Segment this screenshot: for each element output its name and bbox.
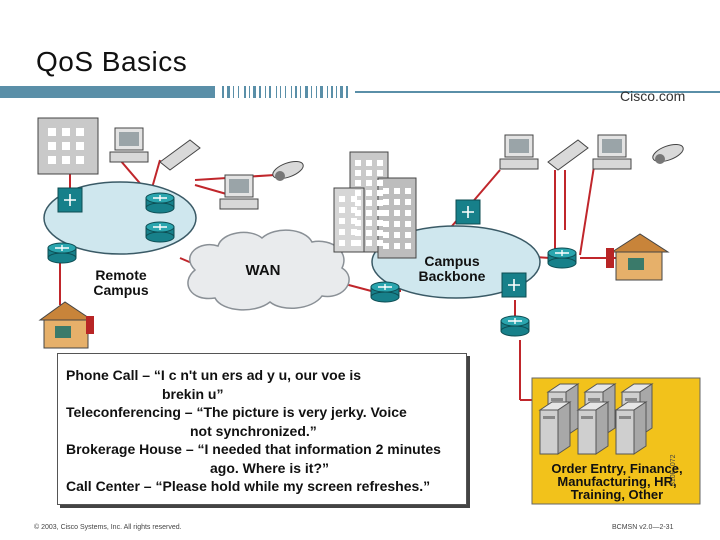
- building-icon: [37, 117, 99, 175]
- pc-icon: [499, 134, 539, 170]
- complaint-speaker: Teleconferencing –: [66, 404, 197, 420]
- complaint-speaker: Brokerage House –: [66, 441, 198, 457]
- house-icon: [38, 301, 94, 349]
- remote-campus-label: Remote Campus: [93, 267, 149, 298]
- server-icon: [576, 401, 610, 455]
- complaint-line: Brokerage House – “I needed that informa…: [66, 441, 441, 457]
- figure-code: 310F_072: [670, 454, 677, 486]
- camera-icon: [272, 160, 304, 181]
- complaint-text: “Please hold while my screen refreshes.”: [155, 478, 431, 494]
- complaint-text: “I c n't un ers ad y u, our voe is: [153, 367, 362, 383]
- phone-icon: [159, 139, 201, 171]
- server-icon: [614, 401, 648, 455]
- router-icon: [500, 315, 530, 337]
- departments-label: Order Entry, Finance, Manufacturing, HR,…: [551, 461, 683, 502]
- cisco-logo-text: Cisco.com: [620, 88, 686, 104]
- camera-icon: [652, 143, 684, 164]
- complaint-text-continued: not synchronized.”: [190, 422, 317, 439]
- copyright-footer: © 2003, Cisco Systems, Inc. All rights r…: [34, 524, 182, 531]
- complaint-speaker: Call Center –: [66, 478, 156, 494]
- router-icon: [547, 247, 577, 269]
- house-icon: [606, 233, 670, 281]
- complaint-speaker: Phone Call –: [66, 367, 154, 383]
- user-complaints-box: Phone Call – “I c n't un ers ad y u, our…: [57, 353, 467, 505]
- router-icon: [370, 281, 400, 303]
- switch-icon: [455, 199, 481, 225]
- complaint-text-continued: ago. Where is it?”: [210, 459, 330, 476]
- cloud-icon: [187, 229, 350, 311]
- pc-icon: [109, 127, 149, 163]
- router-icon: [47, 242, 77, 264]
- complaint-line: Call Center – “Please hold while my scre…: [66, 478, 430, 494]
- campus-backbone-label: Campus Backbone: [418, 253, 486, 284]
- building-icon: [333, 151, 417, 259]
- pc-icon: [592, 134, 632, 170]
- switch-icon: [57, 187, 83, 213]
- complaint-text: “I needed that information 2 minutes: [197, 441, 441, 457]
- switch-icon: [501, 272, 527, 298]
- slide-title: QoS Basics: [36, 46, 188, 77]
- wan-label: WAN: [245, 262, 281, 279]
- complaint-text-continued: brekin u”: [162, 385, 224, 402]
- complaint-line: Teleconferencing – “The picture is very …: [66, 404, 407, 420]
- complaint-text: “The picture is very jerky. Voice: [196, 404, 407, 420]
- complaint-line: Phone Call – “I c n't un ers ad y u, our…: [66, 367, 361, 383]
- course-page-footer: BCMSN v2.0—2-31: [612, 524, 674, 531]
- phone-icon: [547, 139, 589, 171]
- server-icon: [538, 401, 572, 455]
- router-icon: [145, 192, 175, 214]
- title-bar: [0, 86, 720, 98]
- router-icon: [145, 221, 175, 243]
- pc-icon: [219, 174, 259, 210]
